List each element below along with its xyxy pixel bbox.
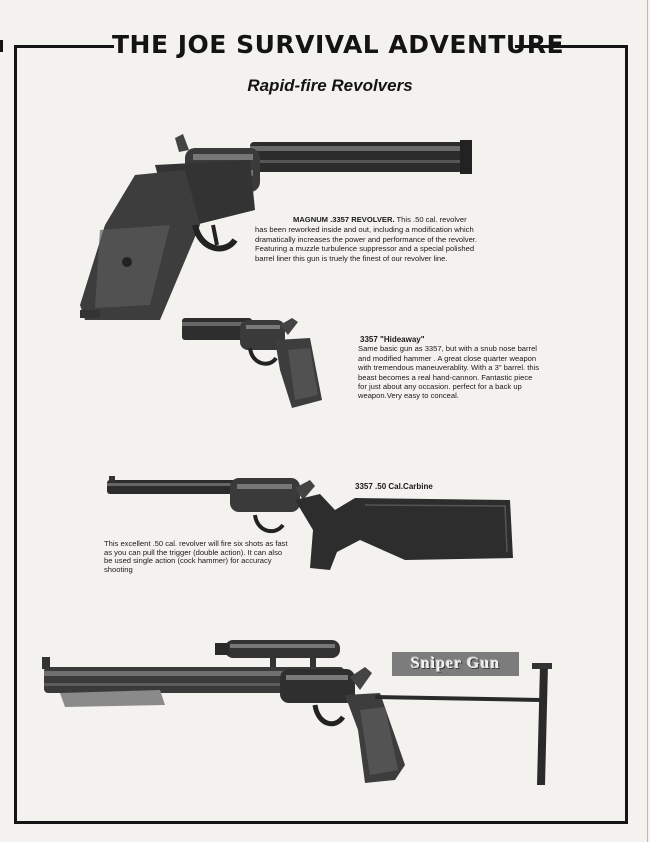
magnum-line: dramatically increases the power and per… [255, 234, 478, 244]
carbine-title-block: 3357 .50 Cal.Carbine [355, 482, 433, 492]
page-edge-shadow [647, 0, 648, 842]
frame-top-rule-right [515, 45, 628, 48]
page-subtitle: Rapid-fire Revolvers [247, 76, 413, 95]
magnum-title: MAGNUM .3357 REVOLVER. [293, 215, 395, 224]
carbine-title: 3357 .50 Cal.Carbine [355, 482, 433, 491]
hideaway-line: for just about any occasion. perfect for… [358, 382, 522, 392]
magnum-line: barrel liner this gun is truely the fine… [255, 253, 448, 263]
hideaway-revolver-image [180, 310, 330, 410]
magnum-description-body: has been reworked inside and out, includ… [255, 225, 525, 263]
hideaway-line: and modified hammer . A great close quar… [358, 353, 537, 363]
hideaway-description: 3357 "Hideaway" Same basic gun as 3357, … [358, 335, 548, 401]
magnum-revolver-image [75, 130, 475, 325]
hideaway-line: weapon.Very easy to conceal. [358, 391, 459, 401]
hideaway-title: 3357 "Hideaway" [360, 335, 425, 344]
frame-top-rule-left [14, 45, 114, 48]
magnum-line: has been reworked inside and out, includ… [255, 225, 474, 234]
magnum-line: Featuring a muzzle turbulence suppressor… [255, 244, 475, 254]
carbine-line: shooting [104, 564, 133, 574]
magnum-description: MAGNUM .3357 REVOLVER. This .50 cal. rev… [255, 215, 525, 225]
sniper-gun-image [40, 635, 560, 795]
carbine-line: This excellent .50 cal. revolver will fi… [104, 539, 288, 548]
carbine-description: This excellent .50 cal. revolver will fi… [104, 539, 334, 574]
hideaway-line: Same basic gun as 3357, but with a snub … [358, 344, 537, 354]
page-frame [14, 47, 628, 824]
carbine-image [105, 470, 515, 580]
page-title: THE JOE SURVIVAL ADVENTURE [112, 30, 565, 59]
sniper-gun-label: Sniper Gun [392, 652, 519, 676]
carbine-line: as you can pull the trigger (double acti… [104, 547, 283, 557]
hideaway-line: with tremendous maneuverablity. With a 3… [358, 363, 540, 373]
hideaway-line: beast becomes a real hand-cannon. Fantas… [358, 372, 533, 382]
magnum-line: This .50 cal. revolver [396, 215, 467, 224]
carbine-line: be used single action (cock hammer) for … [104, 556, 272, 566]
left-edge-mark [0, 40, 3, 52]
